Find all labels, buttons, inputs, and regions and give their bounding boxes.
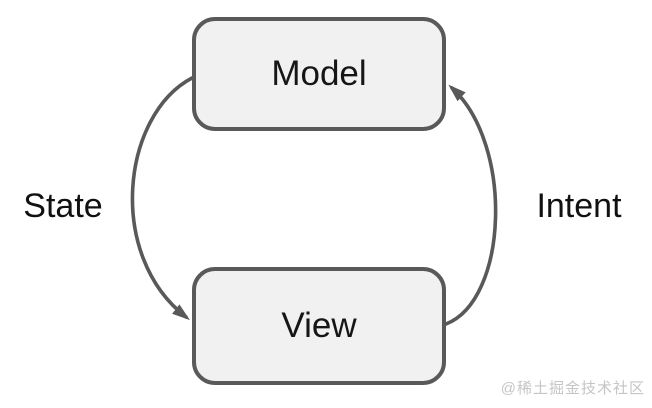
edge-state-label: State <box>23 186 103 225</box>
edge-intent-label: Intent <box>536 186 622 225</box>
node-view-label: View <box>281 306 357 345</box>
watermark-text: @稀土掘金技术社区 <box>500 380 645 397</box>
edge-intent-arrow <box>444 84 498 326</box>
node-model-label: Model <box>271 54 367 93</box>
edge-state-arrow <box>130 76 194 321</box>
node-model-box <box>192 17 446 131</box>
node-view-box <box>192 267 446 385</box>
